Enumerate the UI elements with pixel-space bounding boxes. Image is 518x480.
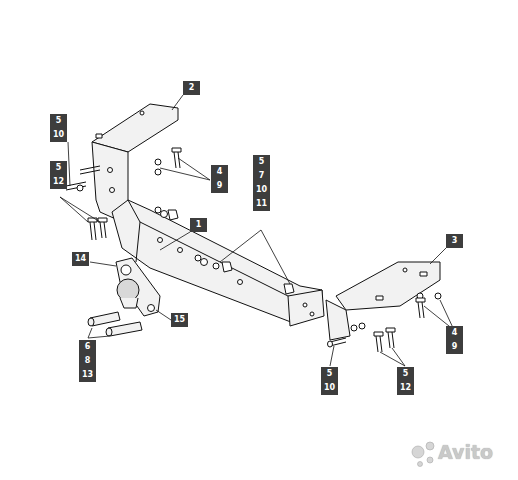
left-bracket [92,104,178,152]
callout-number: 5 [253,155,270,169]
callout-number: 10 [50,128,67,142]
right-bracket [336,262,440,310]
callout-number: 10 [321,381,338,395]
tow-ball [117,279,139,301]
callout-number: 14 [72,252,89,266]
callout-number: 5 [50,161,67,175]
callout-number: 6 [79,340,96,354]
callout-number: 5 [321,367,338,381]
callout-number: 12 [397,381,414,395]
callout-number: 8 [79,354,96,368]
callout-number: 9 [446,340,463,354]
watermark: Avito [438,441,493,463]
callout-number: 5 [397,367,414,381]
pin [108,322,142,336]
callout-number: 3 [446,234,463,248]
right-bracket-plate [326,300,350,340]
leader-lines [60,95,454,366]
callout-number: 7 [253,169,270,183]
callout-number: 12 [50,175,67,189]
watermark-icon [412,442,434,467]
callout-number: 13 [79,368,96,382]
callout-number: 15 [171,313,188,327]
pin [90,312,120,326]
ball-mount-plate [116,258,160,316]
callout-number: 4 [211,165,228,179]
callout-number: 5 [50,114,67,128]
callout-number: 1 [190,218,207,232]
callout-number: 2 [183,81,200,95]
callout-number: 4 [446,326,463,340]
callout-number: 11 [253,197,270,211]
beam-end-plate [288,290,324,326]
callout-number: 10 [253,183,270,197]
callout-number: 9 [211,179,228,193]
